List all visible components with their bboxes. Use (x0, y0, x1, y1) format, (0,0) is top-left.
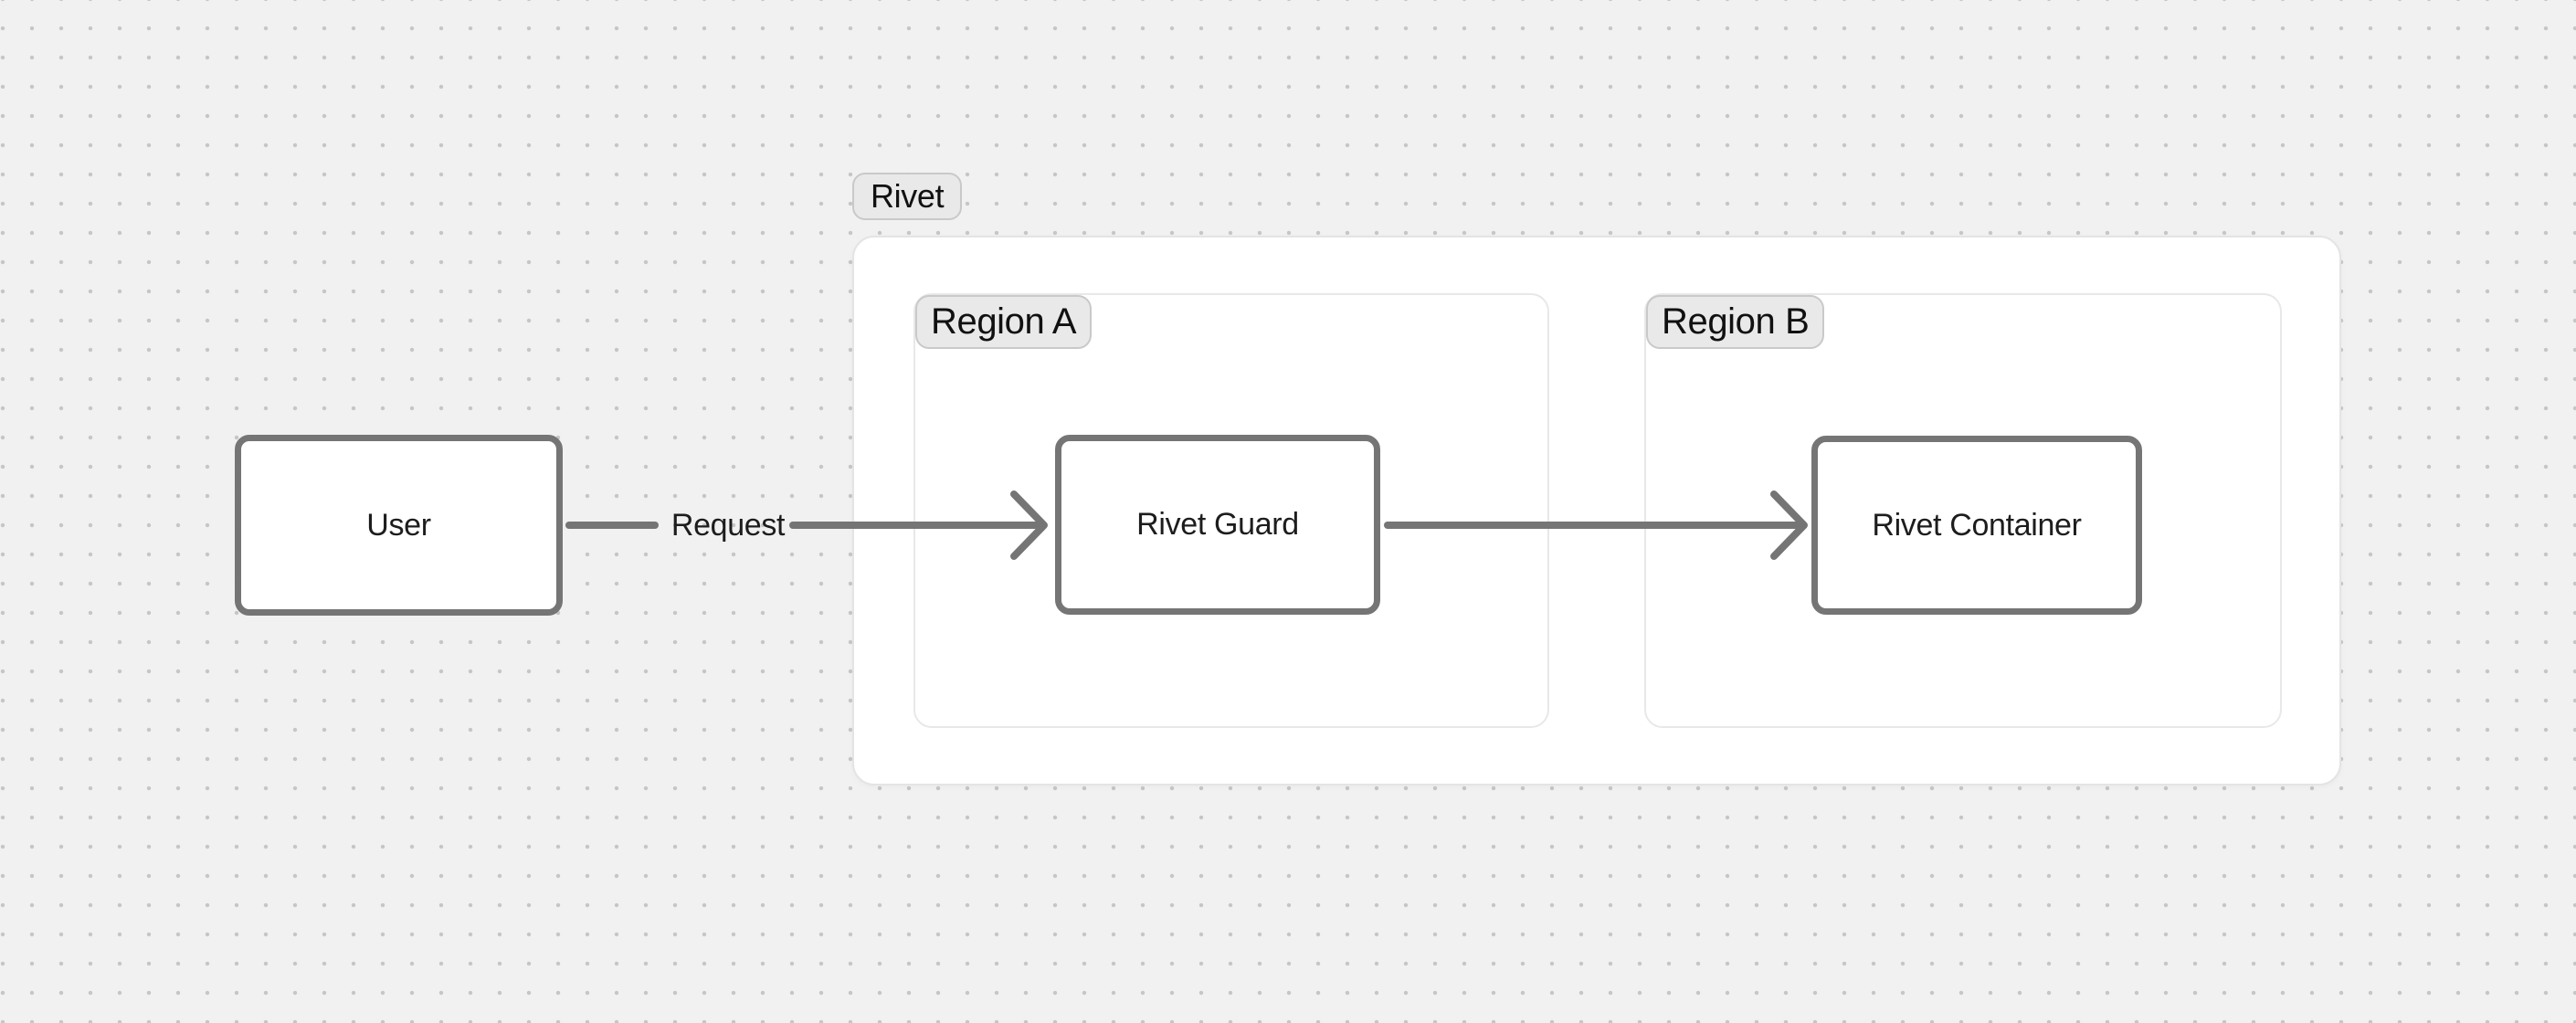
group-label-region-a[interactable]: Region A (915, 295, 1093, 349)
arrowhead-icon (1010, 490, 1048, 560)
group-label-region-b-text: Region B (1662, 301, 1810, 342)
node-rivet-guard[interactable]: Rivet Guard (1055, 435, 1380, 615)
group-region-b[interactable]: Region B Rivet Container (1644, 293, 2282, 728)
group-region-a[interactable]: Region A Rivet Guard (913, 293, 1549, 728)
arrowhead-icon (1770, 490, 1808, 560)
node-user[interactable]: User (235, 435, 563, 616)
node-rivet-container-label: Rivet Container (1872, 507, 2082, 543)
node-rivet-guard-label: Rivet Guard (1136, 507, 1299, 542)
group-rivet[interactable]: Region A Rivet Guard Region B Rivet Cont… (852, 236, 2341, 786)
node-user-label: User (366, 507, 431, 543)
group-label-region-b[interactable]: Region B (1646, 295, 1825, 349)
group-label-rivet[interactable]: Rivet (852, 173, 963, 220)
group-label-region-a-text: Region A (931, 301, 1077, 342)
edge-label-request: Request (670, 507, 786, 543)
edge-user-to-rivet-guard[interactable] (562, 480, 1060, 571)
group-label-rivet-text: Rivet (871, 177, 945, 215)
edge-rivet-guard-to-rivet-container[interactable] (1375, 480, 1813, 571)
node-rivet-container[interactable]: Rivet Container (1811, 436, 2142, 615)
